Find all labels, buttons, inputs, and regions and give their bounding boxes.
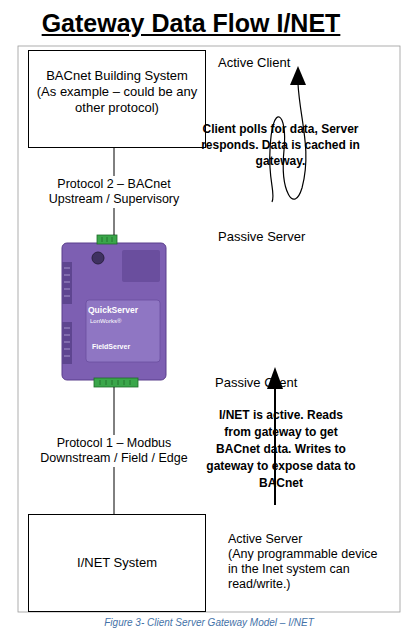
- system-box: I/NET System: [28, 514, 206, 612]
- device-top-panel: [122, 250, 160, 282]
- arrow-head: [290, 66, 306, 85]
- protocol-label: Protocol 1 – Modbus Downstream / Field /…: [34, 435, 194, 467]
- device-pin-strip: [62, 322, 72, 364]
- device-pin-strip: [62, 262, 72, 304]
- role-label: Passive Client: [215, 375, 355, 391]
- note-text: Client polls for data, Server responds. …: [198, 121, 363, 169]
- node-heading: BACnet Building System: [46, 68, 188, 84]
- node-body: (As example – could be any other protoco…: [33, 84, 201, 116]
- node-body: FieldServer: [92, 343, 130, 350]
- diagram-title: Gateway Data Flow I/NET: [18, 8, 364, 38]
- role-label: Active Client: [218, 55, 358, 71]
- node-heading: I/NET System: [77, 555, 157, 571]
- bottom-terminal-block: [94, 378, 138, 387]
- device-pins: [64, 268, 70, 356]
- protocol-label: Protocol 2 – BACnet Upstream / Superviso…: [39, 176, 189, 208]
- top-terminal-block: [97, 235, 117, 244]
- node-body: LonWorks®: [90, 318, 121, 324]
- device-body: [62, 243, 166, 380]
- role-label: (Any programmable device in the Inet sys…: [228, 547, 386, 592]
- device-knob: [92, 252, 104, 264]
- role-label: Active Server: [228, 532, 388, 547]
- node-heading: QuickServer: [88, 306, 138, 315]
- device-label-panel: [86, 300, 160, 362]
- gateway-device: QuickServerLonWorks® FieldServer: [62, 235, 166, 387]
- figure-frame: [18, 46, 400, 612]
- note-text: I/NET is active. Reads from gateway to g…: [205, 407, 357, 492]
- system-box: BACnet Building System(As example – coul…: [28, 50, 206, 148]
- role-label: Passive Server: [218, 229, 358, 245]
- gateway-illustration: [62, 235, 166, 387]
- figure-caption: Figure 3- Client Server Gateway Model – …: [18, 617, 400, 628]
